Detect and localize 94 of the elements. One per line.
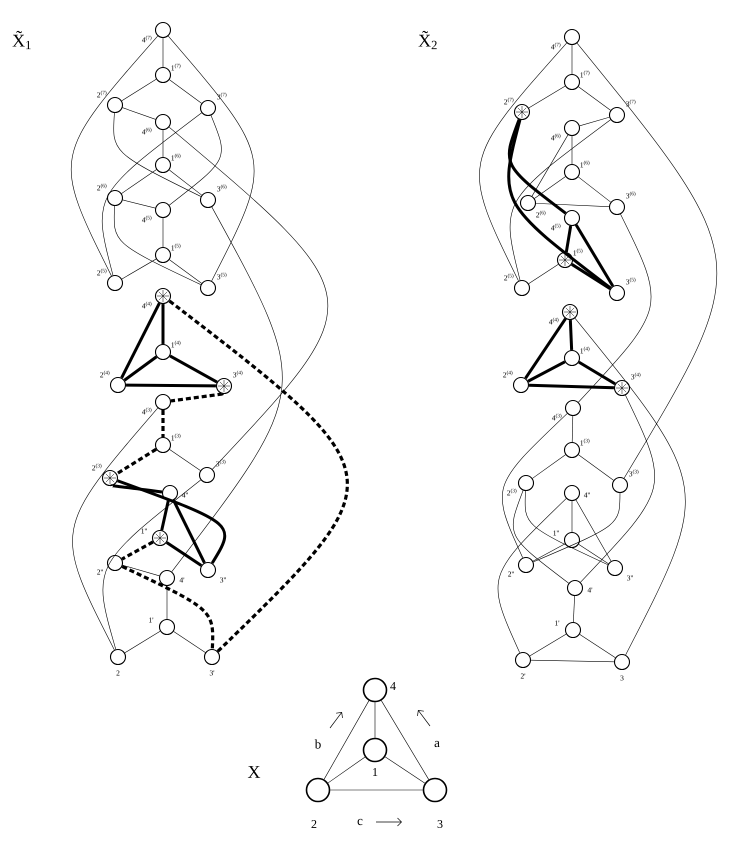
graph-edge — [113, 112, 202, 197]
graph-edge — [121, 540, 154, 560]
graph-edge — [576, 500, 612, 562]
graph-edge — [126, 384, 216, 388]
graph-edge — [384, 756, 426, 784]
graph-edge — [564, 226, 572, 252]
graph-name: X̃$_{2}$ — [418, 30, 437, 50]
edge-label: b — [314, 738, 322, 750]
graph-edge — [102, 112, 202, 276]
graph-edge — [578, 360, 616, 386]
graph-name: X — [248, 766, 260, 778]
graph-edge — [169, 115, 222, 206]
graph-name: X̃$_{1}$ — [12, 30, 31, 50]
graph-edge — [120, 302, 161, 378]
graph-edge — [70, 36, 158, 276]
graph-edge — [479, 42, 567, 282]
graph-edge — [578, 544, 609, 564]
graph-edge — [578, 454, 614, 481]
edge-label: c — [356, 818, 364, 826]
graph-edge — [162, 38, 164, 68]
graph-edge — [576, 42, 716, 478]
graph-edge — [534, 176, 566, 199]
vertex-label: 1 — [371, 767, 379, 777]
graph-edge — [572, 416, 574, 442]
graph-edge — [169, 354, 218, 384]
graph-edge — [169, 79, 202, 104]
graph-edge — [169, 259, 202, 284]
graph-edge — [172, 500, 206, 564]
graph-edge — [122, 107, 156, 120]
graph-edge — [102, 480, 201, 650]
graph-edge — [579, 116, 610, 126]
graph-edge — [568, 320, 574, 350]
graph-edge — [524, 490, 608, 565]
graph-edge — [168, 300, 348, 653]
edge-label: a — [433, 740, 441, 748]
graph-edge — [124, 630, 160, 654]
graph-edge — [580, 394, 656, 582]
graph-edge — [122, 565, 214, 650]
graph-edge — [574, 318, 686, 656]
vertex-label: 4 — [389, 681, 397, 691]
graph-edge — [121, 169, 157, 194]
graph-edge — [160, 500, 170, 530]
graph-edge — [328, 756, 366, 784]
graph-edge — [324, 700, 370, 780]
graph-edge — [114, 206, 202, 285]
graph-edge — [169, 449, 201, 471]
graph-edge — [72, 408, 158, 650]
graph-edge — [527, 360, 566, 383]
graph-edge — [532, 544, 566, 562]
graph-edge — [111, 484, 162, 494]
graph-edge — [169, 170, 202, 196]
graph-edge — [122, 78, 156, 102]
graph-edge — [172, 206, 282, 572]
graph-edge — [161, 410, 165, 437]
graph-edge — [574, 224, 614, 287]
graph-edge — [124, 356, 158, 382]
graph-edge — [524, 318, 567, 380]
graph-edge — [502, 413, 568, 558]
graph-edge — [512, 490, 569, 584]
graph-edge — [122, 258, 156, 280]
vertex-label: 3 — [436, 819, 444, 829]
graph-edge — [528, 86, 566, 108]
graph-edge — [381, 700, 429, 780]
graph-edge — [579, 634, 616, 658]
graph-edge — [166, 586, 168, 620]
graph-edge — [532, 134, 568, 196]
graph-edge — [570, 263, 611, 290]
graph-edge — [117, 479, 226, 564]
graph-edge — [162, 130, 164, 158]
graph-edge — [536, 203, 610, 207]
graph-edge — [573, 596, 575, 622]
graph-edge — [162, 218, 164, 248]
graph-edge — [168, 126, 328, 470]
graph-edge — [173, 631, 206, 653]
graph-edge — [578, 86, 611, 111]
graph-edge — [508, 119, 566, 214]
graph-edge — [530, 634, 566, 656]
graph-edge — [578, 176, 611, 202]
graph-edge — [529, 384, 614, 390]
vertex-label: 2 — [310, 819, 318, 829]
graph-edge — [122, 200, 156, 208]
graph-edge — [532, 454, 566, 479]
graph-edge — [374, 702, 376, 738]
graph-edge — [116, 448, 158, 476]
graph-edge — [170, 392, 223, 403]
graph-edge — [533, 492, 620, 562]
graph-edge — [578, 214, 652, 402]
graph-edge — [530, 660, 614, 662]
graph-edge — [528, 264, 559, 284]
graph-edge — [166, 541, 202, 567]
graph-edge — [122, 564, 160, 576]
graph-edge — [168, 36, 254, 282]
graph-edge — [162, 304, 164, 344]
graph-edge — [498, 498, 566, 653]
